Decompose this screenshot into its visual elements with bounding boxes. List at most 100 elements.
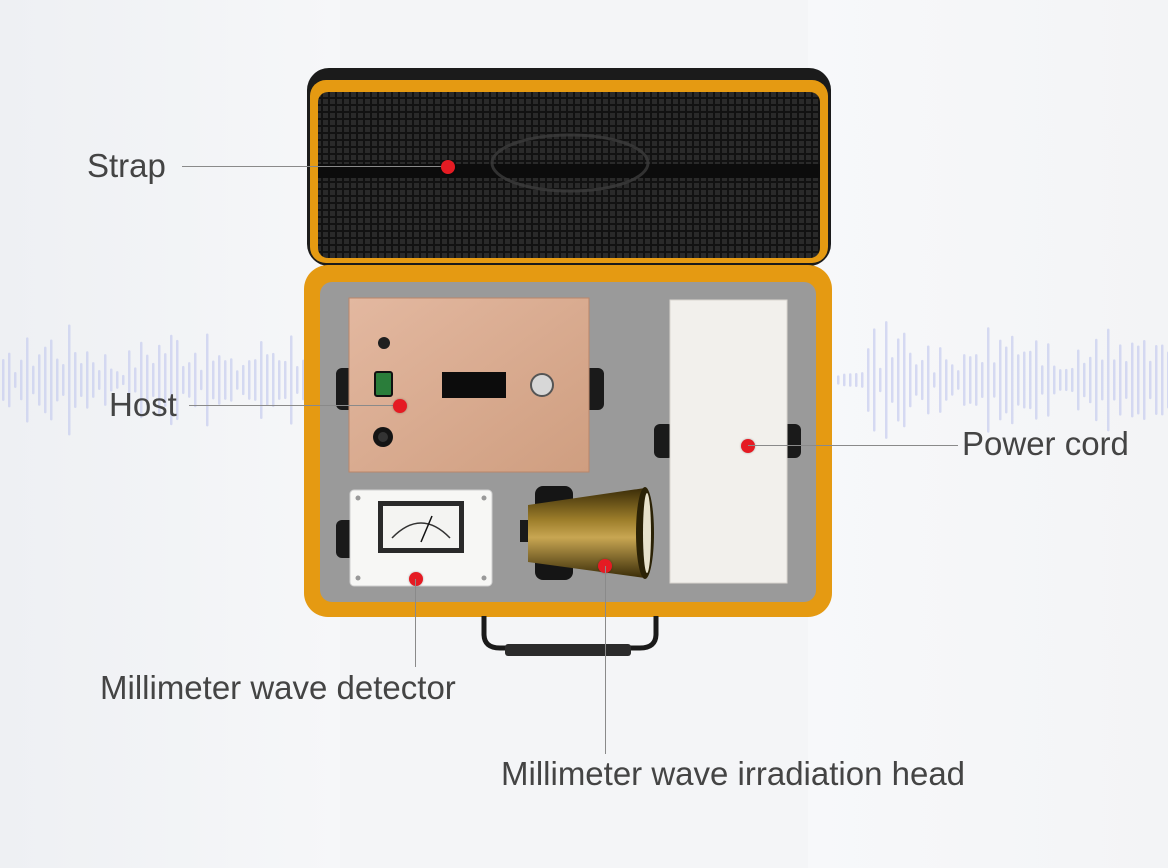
leader-strap [182, 166, 448, 167]
wave-bar [236, 370, 239, 390]
wave-bar [987, 327, 990, 433]
wave-bar [188, 362, 191, 398]
wave-bar [999, 339, 1002, 421]
wave-bar [1089, 356, 1092, 404]
wave-bar [1149, 360, 1152, 400]
wave-bar [1017, 354, 1020, 406]
wave-bar [206, 333, 209, 427]
wave-bar [1029, 350, 1032, 410]
wave-bar [1101, 359, 1104, 401]
wave-bar [44, 346, 47, 414]
wave-bar [200, 369, 203, 391]
wave-bar [909, 352, 912, 408]
wave-bar [302, 359, 305, 401]
sound-wave-left [2, 324, 310, 436]
wave-bar [116, 371, 119, 389]
wave-bar [975, 354, 978, 406]
wave-bar [164, 353, 167, 407]
label-strap: Strap [87, 147, 166, 184]
wave-bar [1065, 368, 1068, 392]
wave-bar [1071, 367, 1074, 393]
wave-bar [921, 359, 924, 401]
leader-detector [415, 579, 416, 667]
wave-bar [284, 360, 287, 400]
wave-bar [927, 345, 930, 415]
wave-bar [897, 338, 900, 422]
wave-bar [885, 321, 888, 439]
wave-bar [32, 365, 35, 395]
wave-bar [158, 344, 161, 416]
wave-bar [957, 370, 960, 390]
wave-bar [110, 368, 113, 392]
wave-bar [903, 332, 906, 428]
millimeter-wave-detector [336, 489, 493, 587]
sound-wave-right [837, 321, 1168, 439]
wave-bar [224, 360, 227, 400]
leader-power-cord [748, 445, 958, 446]
wave-bar [963, 354, 966, 406]
wave-bar [981, 361, 984, 399]
wave-bar [843, 373, 846, 387]
wave-bar [1059, 369, 1062, 391]
wave-bar [98, 370, 101, 390]
wave-bar [242, 364, 245, 396]
case-lid [307, 68, 831, 266]
wave-bar [134, 367, 137, 393]
wave-bar [873, 328, 876, 432]
wave-bar [1053, 365, 1056, 395]
wave-bar [1095, 338, 1098, 422]
wave-bar [218, 355, 221, 405]
wave-bar [170, 334, 173, 426]
wave-bar [945, 359, 948, 401]
wave-bar [933, 372, 936, 388]
wave-bar [1137, 345, 1140, 415]
background-right [808, 0, 1168, 868]
wave-bar [104, 354, 107, 406]
wave-bar [62, 364, 65, 396]
wave-bar [915, 364, 918, 396]
wave-bar [92, 362, 95, 398]
wave-bar [969, 356, 972, 404]
wave-bar [939, 347, 942, 413]
wave-bar [152, 362, 155, 398]
leader-irradiation-head [605, 566, 606, 754]
wave-bar [1143, 339, 1146, 421]
background-left [0, 0, 340, 868]
wave-bar [86, 351, 89, 409]
wave-bar [891, 357, 894, 403]
wave-bar [2, 359, 5, 401]
host-unit [336, 297, 604, 473]
wave-bar [20, 359, 23, 401]
wave-bar [74, 351, 77, 409]
wave-bar [867, 348, 870, 412]
wave-bar [248, 360, 251, 400]
wave-bar [1047, 343, 1050, 417]
wave-bar [38, 354, 41, 406]
wave-bar [8, 352, 11, 408]
marker-strap [441, 160, 455, 174]
wave-bar [194, 352, 197, 408]
wave-bar [837, 375, 840, 385]
wave-bar [266, 354, 269, 406]
wave-bar [1119, 344, 1122, 416]
label-host: Host [109, 386, 177, 423]
wave-bar [278, 360, 281, 400]
wave-bar [1125, 361, 1128, 399]
wave-bar [68, 324, 71, 436]
wave-bar [1113, 359, 1116, 401]
wave-bar [855, 372, 858, 388]
wave-bar [1011, 335, 1014, 425]
wave-bar [861, 372, 864, 388]
leader-host [189, 405, 400, 406]
wave-bar [176, 339, 179, 421]
wave-bar [290, 335, 293, 425]
wave-bar [1107, 328, 1110, 432]
case-handle [481, 616, 659, 656]
power-cord-compartment [654, 299, 801, 584]
marker-power-cord [741, 439, 755, 453]
wave-bar [1041, 365, 1044, 395]
wave-bar [122, 374, 125, 386]
wave-bar [1005, 346, 1008, 414]
marker-host [393, 399, 407, 413]
